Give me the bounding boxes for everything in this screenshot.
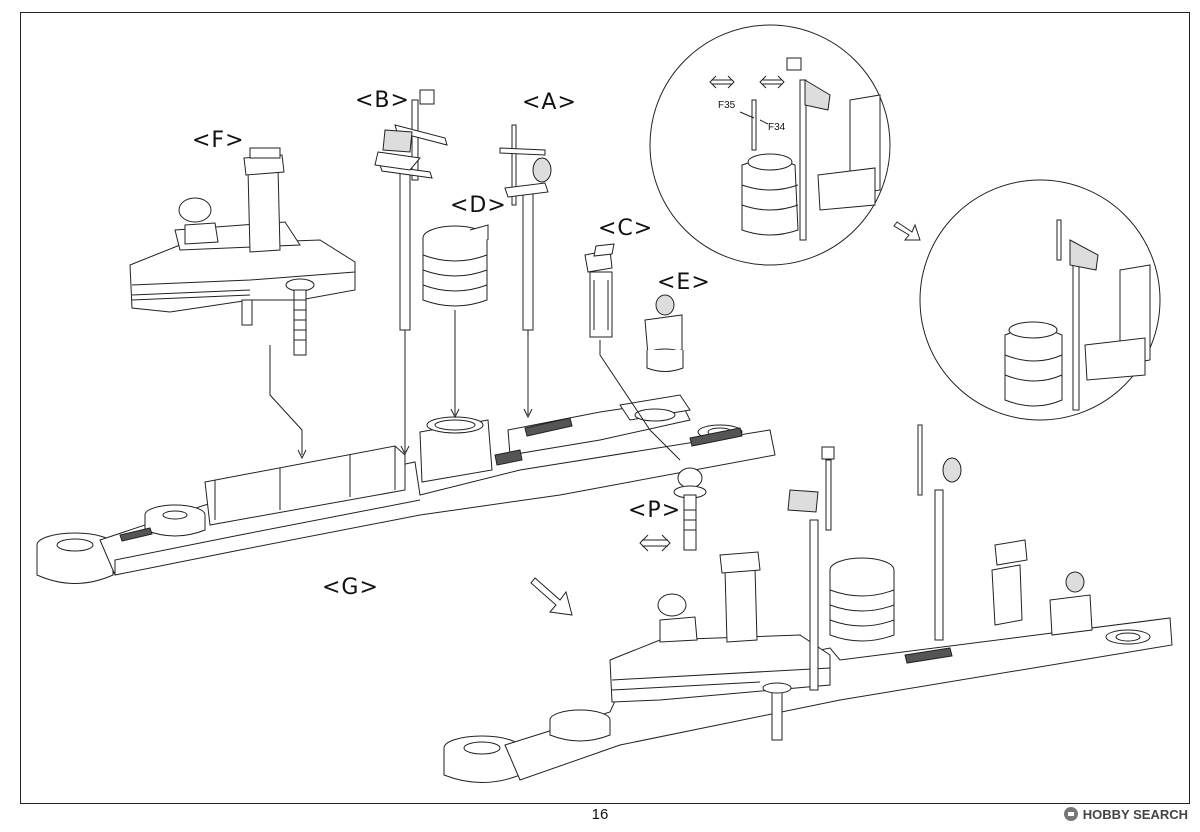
part-number-f35: F35	[718, 100, 736, 111]
detail-circle-after	[919, 179, 1161, 421]
label-b: <B>	[355, 88, 410, 113]
label-p: <P>	[628, 498, 682, 523]
label-f: <F>	[192, 128, 245, 153]
part-a-mast	[499, 124, 552, 419]
detail-circle-before	[649, 24, 891, 266]
label-d: <D>	[450, 193, 507, 218]
watermark: HOBBY SEARCH	[1063, 806, 1188, 822]
label-e: <E>	[657, 270, 711, 295]
part-b-mast	[374, 89, 448, 456]
part-p	[673, 467, 707, 551]
arrow-to-detail-after-icon	[893, 221, 921, 241]
label-c: <C>	[598, 216, 654, 241]
label-g: <G>	[322, 575, 379, 600]
part-number-f34: F34	[768, 122, 786, 133]
assembled-ship	[443, 424, 1173, 783]
hull-g	[36, 394, 776, 584]
hobby-search-logo-icon	[1063, 807, 1078, 821]
label-a: <A>	[522, 90, 577, 115]
page-frame	[20, 12, 1190, 804]
part-e	[644, 294, 684, 372]
down-right-arrow-icon	[530, 577, 573, 616]
part-c	[584, 243, 681, 461]
part-d-funnel	[422, 224, 489, 419]
page-number: 16	[591, 806, 609, 823]
part-f-bridge	[129, 147, 356, 460]
double-arrow-icon	[639, 534, 671, 552]
watermark-text: HOBBY SEARCH	[1082, 806, 1188, 822]
